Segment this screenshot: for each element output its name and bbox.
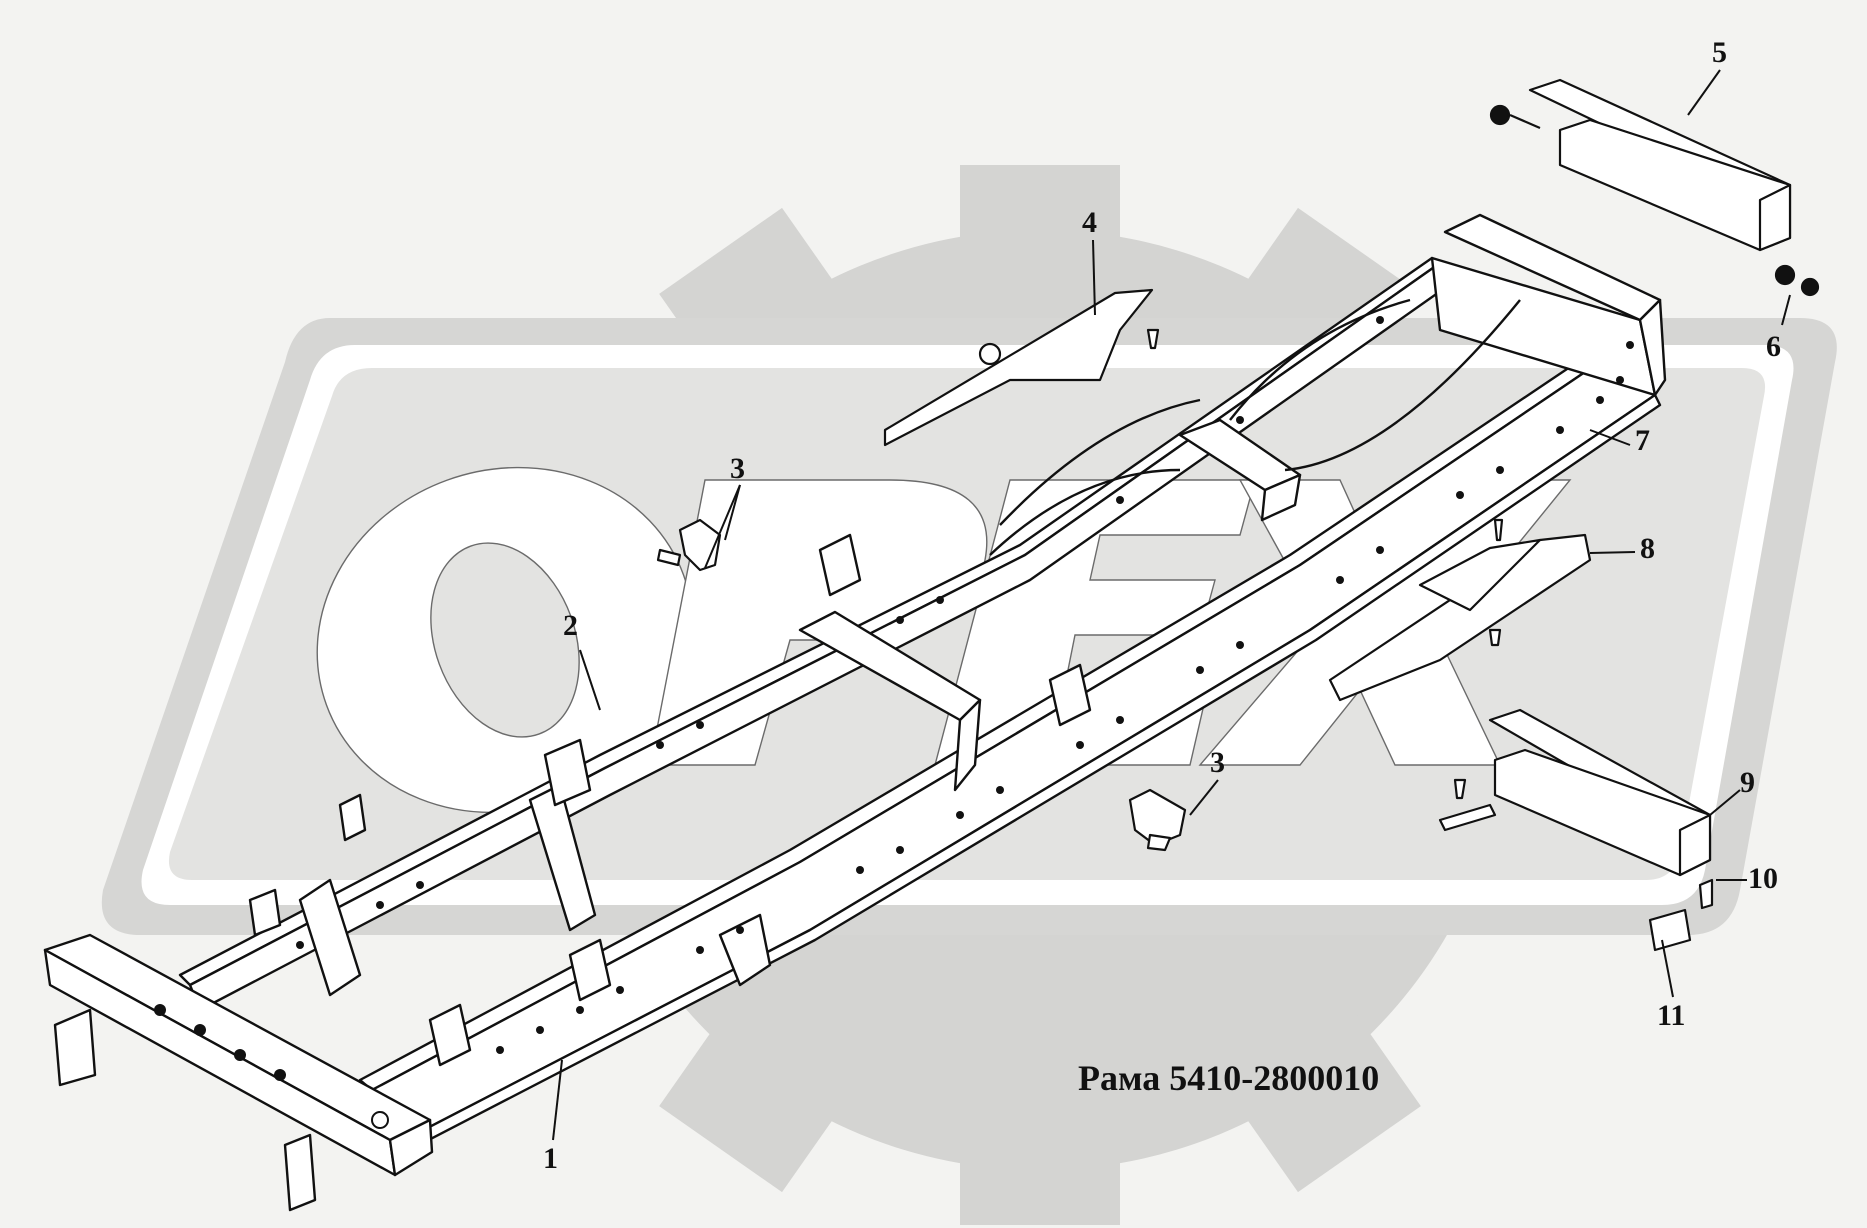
callout-5: 5	[1712, 36, 1727, 69]
callout-3-lower: 3	[1210, 746, 1225, 779]
part-8-gusset	[1328, 518, 1592, 702]
diagram-caption: Рама 5410-2800010	[1078, 1058, 1379, 1098]
callout-4: 4	[1082, 206, 1097, 239]
callout-6: 6	[1766, 330, 1781, 363]
callout-3-upper: 3	[730, 452, 745, 485]
callout-10: 10	[1748, 862, 1778, 895]
callout-labels: 1 2 3 3 4 5 6 7 8 9 10 11	[543, 36, 1781, 1175]
part-5-bracket	[1528, 78, 1792, 252]
loose-parts	[656, 78, 1820, 952]
rear-cross-member	[1430, 213, 1667, 397]
chassis-frame	[43, 213, 1667, 1212]
leader-lines	[552, 69, 1791, 1141]
front-cross-member	[43, 933, 434, 1177]
callout-2: 2	[563, 609, 578, 642]
callout-1: 1	[543, 1142, 558, 1175]
part-3-clamp-lower	[1128, 788, 1187, 852]
callout-7: 7	[1635, 424, 1650, 457]
rail-holes	[154, 316, 1634, 1129]
callout-8: 8	[1640, 532, 1655, 565]
middle-cross-members	[528, 418, 1302, 932]
part-5-bolts	[1489, 104, 1820, 297]
spring-brackets	[53, 533, 1092, 1212]
callout-9: 9	[1740, 766, 1755, 799]
part-4-gusset	[883, 288, 1160, 447]
rear-reinforcements	[989, 298, 1521, 556]
small-hardware	[1438, 778, 1714, 952]
callout-11: 11	[1657, 999, 1685, 1032]
